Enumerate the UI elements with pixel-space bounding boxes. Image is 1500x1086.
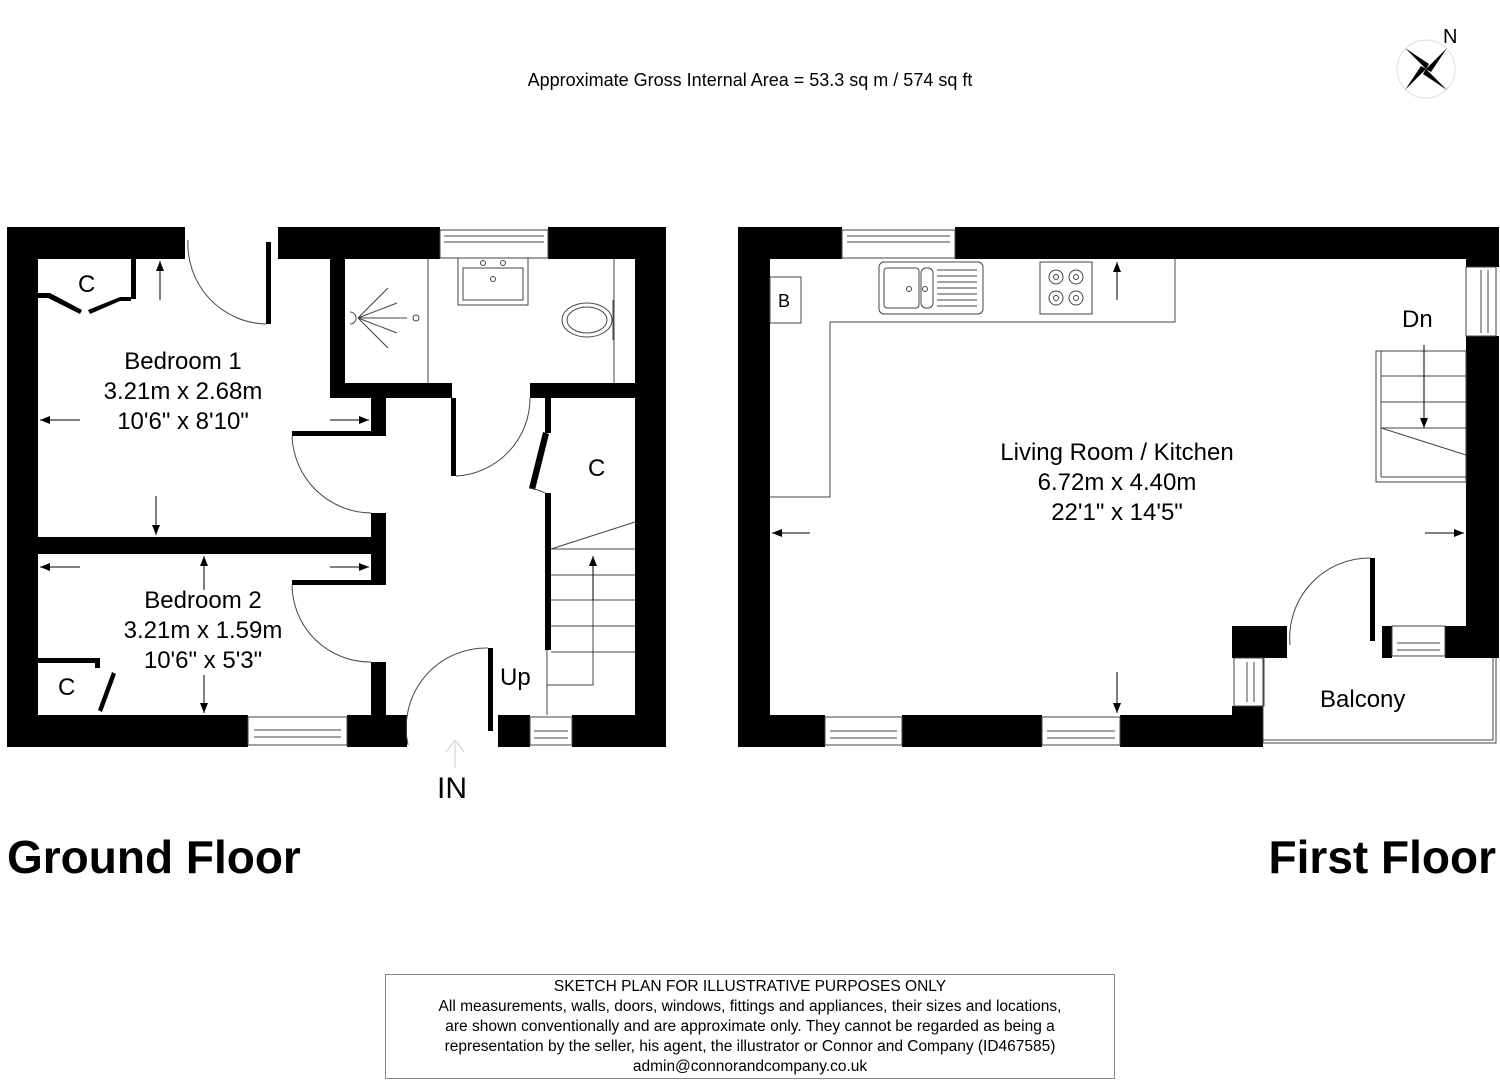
disclaimer-line: are shown conventionally and are approxi…	[445, 1018, 1055, 1035]
room-metric-size: 3.21m x 1.59m	[123, 617, 283, 644]
stairs-up-label: Up	[500, 664, 531, 691]
ground-floor-details	[187, 229, 636, 768]
disclaimer-line: representation by the seller, his agent,…	[444, 1038, 1056, 1055]
disclaimer-box: SKETCH PLAN FOR ILLUSTRATIVE PURPOSES ON…	[385, 974, 1115, 1079]
ground-floor-dimension-arrows	[40, 261, 597, 713]
stairs-down-label: Dn	[1402, 306, 1433, 333]
disclaimer-heading: SKETCH PLAN FOR ILLUSTRATIVE PURPOSES ON…	[553, 978, 947, 995]
first-floor-dimension-arrows	[772, 262, 1464, 713]
ground-floor-title: Ground Floor	[7, 831, 301, 883]
room-imperial-size: 22'1" x 14'5"	[1051, 499, 1183, 526]
room-metric-size: 3.21m x 2.68m	[103, 378, 263, 405]
room-label-bedroom-1: Bedroom 1 3.21m x 2.68m 10'6" x 8'10"	[58, 347, 308, 437]
entrance-label: IN	[437, 772, 467, 805]
cupboard-label: C	[78, 271, 96, 298]
room-label-balcony: Balcony	[1320, 686, 1406, 713]
first-floor-walls	[738, 227, 1499, 747]
first-floor-details	[769, 229, 1497, 746]
compass-north-label: N	[1443, 26, 1458, 48]
room-name: Bedroom 1	[124, 348, 242, 375]
room-imperial-size: 10'6" x 8'10"	[117, 408, 249, 435]
room-label-living-kitchen: Living Room / Kitchen 6.72m x 4.40m 22'1…	[942, 438, 1292, 528]
room-label-bedroom-2: Bedroom 2 3.21m x 1.59m 10'6" x 5'3"	[78, 586, 328, 676]
disclaimer-line: All measurements, walls, doors, windows,…	[438, 998, 1062, 1015]
contact-email: admin@connorandcompany.co.uk	[632, 1058, 868, 1075]
gross-internal-area: Approximate Gross Internal Area = 53.3 s…	[527, 70, 973, 90]
first-floor-title: First Floor	[1268, 831, 1496, 883]
room-metric-size: 6.72m x 4.40m	[1037, 469, 1197, 496]
room-name: Living Room / Kitchen	[1000, 439, 1234, 466]
boiler-label: B	[778, 291, 791, 311]
compass-rose-icon	[1396, 39, 1456, 99]
room-imperial-size: 10'6" x 5'3"	[143, 647, 263, 674]
cupboard-label: C	[58, 674, 76, 701]
ground-floor-walls	[7, 227, 666, 747]
cupboard-label: C	[588, 455, 606, 482]
room-name: Bedroom 2	[144, 587, 262, 614]
